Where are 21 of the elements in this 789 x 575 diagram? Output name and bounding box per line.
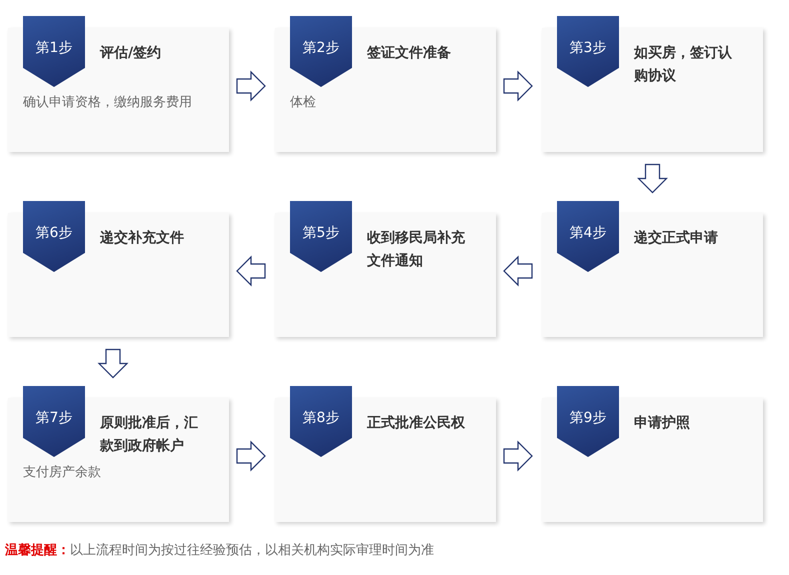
step-description: 支付房产余款 xyxy=(23,464,101,482)
arrow xyxy=(98,348,128,378)
step-description: 确认申请资格，缴纳服务费用 xyxy=(23,94,192,112)
step-title: 申请护照 xyxy=(634,414,691,433)
arrow xyxy=(236,440,266,472)
step-title: 正式批准公民权 xyxy=(367,414,466,433)
step-title: 递交补充文件 xyxy=(100,228,185,248)
arrow xyxy=(236,70,266,102)
step-title: 原则批准后，汇款到政府帐户 xyxy=(100,414,199,456)
arrow xyxy=(637,164,668,194)
step-title: 签证文件准备 xyxy=(367,44,452,63)
arrow xyxy=(236,256,266,286)
arrow xyxy=(503,440,533,472)
note-text: 温馨提醒：以上流程时间为按过往经验预估，以相关机构实际审理时间为准 xyxy=(5,542,434,560)
step-title: 收到移民局补充文件通知 xyxy=(367,228,466,271)
step-title: 递交正式申请 xyxy=(634,228,719,248)
step-description: 体检 xyxy=(290,94,316,112)
arrow xyxy=(503,70,533,102)
arrow xyxy=(503,256,533,286)
step-title: 评估/签约 xyxy=(100,44,162,63)
step-title: 如买房，签订认购协议 xyxy=(634,44,733,86)
